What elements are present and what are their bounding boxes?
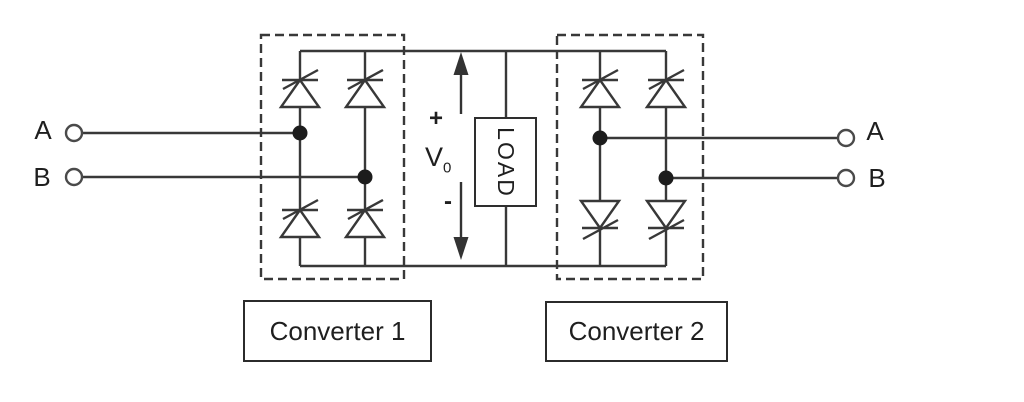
- thyristor-icon-conv2-top-left: [578, 68, 622, 109]
- arrow-down-icon: [453, 182, 469, 260]
- converter1-dashed-outline: [259, 33, 406, 281]
- thyristor-icon-conv1-top-right: [343, 68, 387, 109]
- thyristor-icon-conv1-bottom-left: [278, 198, 322, 239]
- junction-dot-conv1-a: [292, 125, 308, 141]
- converter1-label: Converter 1: [269, 315, 406, 346]
- terminal-circle-left-a: [64, 123, 84, 143]
- terminal-label-right-a: A: [866, 116, 884, 146]
- terminal-circle-right-b: [836, 168, 856, 188]
- thyristor-icon-conv2-bottom-right: [644, 199, 688, 241]
- thyristor-icon-conv1-bottom-right: [343, 198, 387, 239]
- voltage-symbol-subscript: 0: [443, 159, 452, 177]
- terminal-label-left-a: A: [34, 115, 52, 145]
- voltage-symbol: V0: [425, 142, 452, 177]
- thyristor-icon-conv2-top-right: [644, 68, 688, 109]
- voltage-minus-sign: -: [444, 188, 452, 215]
- circuit-wires: [82, 49, 838, 268]
- voltage-plus-sign: +: [428, 105, 444, 132]
- terminal-circle-right-a: [836, 128, 856, 148]
- terminal-label-left-b: B: [33, 162, 51, 192]
- arrow-up-icon: [453, 52, 469, 114]
- load-label: LOAD: [493, 126, 520, 198]
- thyristor-icon-conv2-bottom-left: [578, 199, 622, 241]
- junction-dot-conv2-a: [592, 130, 608, 146]
- junction-dot-conv2-b: [658, 170, 674, 186]
- converter2-label: Converter 2: [568, 316, 705, 346]
- voltage-symbol-letter: V: [425, 142, 444, 172]
- converter2-label-box: Converter 2: [545, 301, 728, 362]
- converter1-label-box: Converter 1: [243, 300, 432, 362]
- terminal-circle-left-b: [64, 167, 84, 187]
- converter2-dashed-outline: [555, 33, 705, 281]
- junction-dot-conv1-b: [357, 169, 373, 185]
- terminal-label-right-b: B: [868, 163, 886, 193]
- thyristor-icon-conv1-top-left: [278, 68, 322, 109]
- load-box: LOAD: [474, 117, 537, 207]
